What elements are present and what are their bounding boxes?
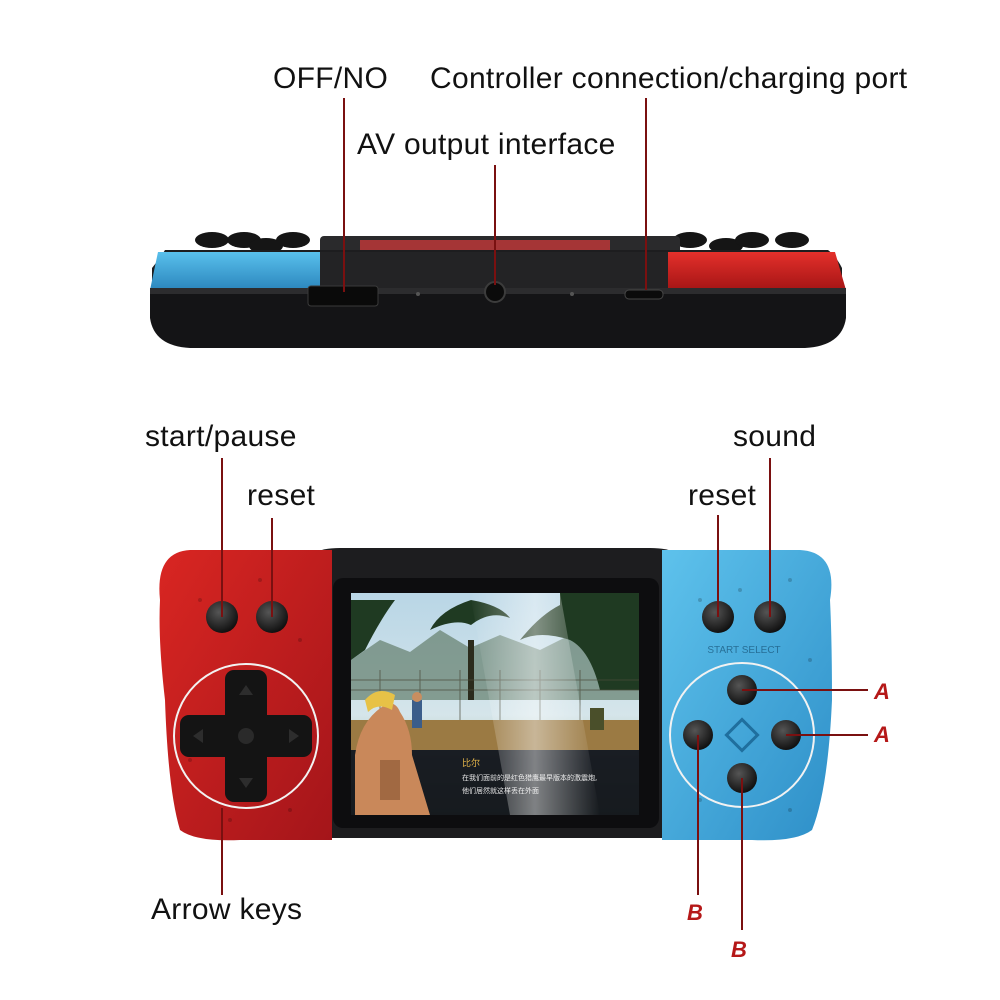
character-portrait [355, 691, 430, 815]
label-arrow-keys: Arrow keys [151, 893, 303, 926]
label-off-no: OFF/NO [273, 62, 389, 95]
callout-lines-top [343, 98, 647, 292]
callout-lines-front [221, 458, 868, 930]
label-reset-right: reset [688, 479, 757, 512]
game-screen: 比尔 在我们面前的是红色猎鹰最早版本的激震炮, 他们居然就这样丢在外面 [351, 593, 639, 815]
label-controller-port: Controller connection/charging port [430, 62, 908, 95]
label-button-a-top: A [874, 679, 890, 704]
usb-port [624, 289, 664, 300]
label-av-output: AV output interface [357, 128, 616, 161]
label-button-b-bottom: B [731, 937, 747, 962]
label-reset-left: reset [247, 479, 316, 512]
game-dialog-line-2: 他们居然就这样丢在外面 [462, 786, 539, 795]
label-button-a-right: A [874, 722, 890, 747]
label-sound: sound [733, 420, 817, 453]
start-select-print: START SELECT [707, 645, 780, 656]
game-character-name: 比尔 [462, 757, 480, 769]
device-top-view [150, 232, 846, 348]
device-front-view: START SELECT [159, 548, 832, 841]
dpad [180, 670, 312, 802]
label-button-b-left: B [687, 900, 703, 925]
label-start-pause: start/pause [145, 420, 297, 453]
